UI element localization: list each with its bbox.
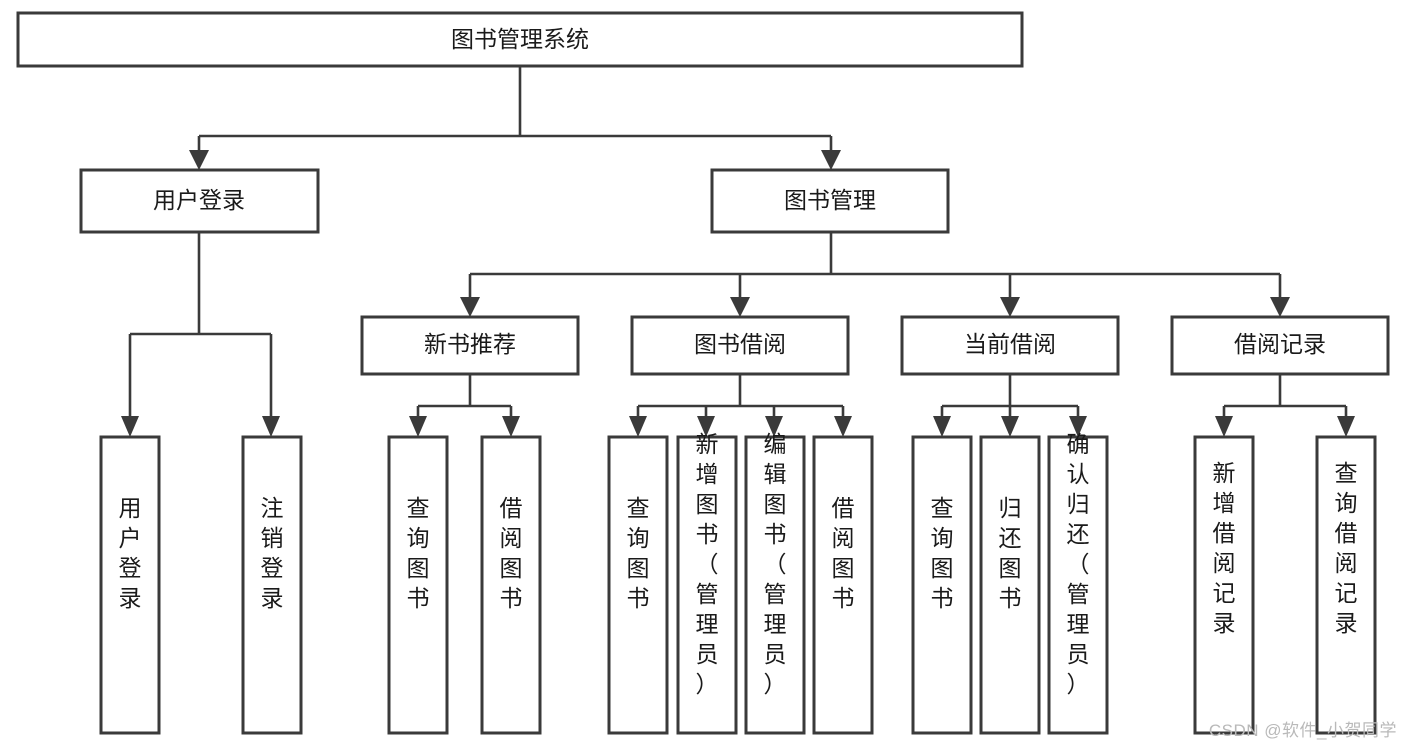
- arrow-borrow-to-leaf-2: [697, 416, 715, 437]
- node-new-book-recommend[interactable]: 新书推荐: [360, 315, 580, 376]
- leaf-current-borrow-2[interactable]: 归还图书: [979, 435, 1041, 735]
- arrow-book-manage-to-borrow: [730, 297, 750, 317]
- leaf-user-login-1-label: 用户登录: [119, 495, 142, 611]
- leaf-current-borrow-2-box[interactable]: [979, 435, 1041, 735]
- csdn-watermark: CSDN @软件_小贺同学: [1208, 721, 1397, 740]
- leaf-book-borrow-1-label: 查询图书: [627, 495, 650, 611]
- leaf-current-borrow-1-box[interactable]: [911, 435, 973, 735]
- leaf-borrow-record-1-label: 新增借阅记录: [1213, 460, 1236, 636]
- node-borrow-record-box[interactable]: [1170, 315, 1390, 376]
- arrow-borrow-to-leaf-1: [629, 416, 647, 437]
- leaf-book-borrow-2-box[interactable]: [676, 435, 738, 735]
- leaf-current-borrow-3-label: 确认归还（管理员）: [1067, 431, 1090, 697]
- arrow-book-manage-to-current: [1000, 297, 1020, 317]
- node-current-borrow-label: 当前借阅: [964, 331, 1056, 357]
- leaf-current-borrow-3[interactable]: 确认归还（管理员）: [1047, 431, 1109, 735]
- node-book-manage[interactable]: 图书管理: [710, 168, 950, 234]
- leaf-book-borrow-4-label: 借阅图书: [832, 495, 855, 611]
- arrow-record-to-leaf-1: [1215, 416, 1233, 437]
- leaf-current-borrow-3-box[interactable]: [1047, 435, 1109, 735]
- arrow-record-to-leaf-2: [1337, 416, 1355, 437]
- leaf-current-borrow-1[interactable]: 查询图书: [911, 435, 973, 735]
- arrow-current-to-leaf-1: [933, 416, 951, 437]
- arrow-borrow-to-leaf-4: [834, 416, 852, 437]
- leaf-user-login-2[interactable]: 注销登录: [241, 435, 303, 735]
- leaf-book-borrow-3[interactable]: 编辑图书（管理员）: [744, 431, 806, 735]
- leaf-new-book-2[interactable]: 借阅图书: [480, 435, 542, 735]
- connector-layer: [121, 66, 1355, 437]
- node-book-borrow[interactable]: 图书借阅: [630, 315, 850, 376]
- node-borrow-record-label: 借阅记录: [1234, 331, 1326, 357]
- leaf-new-book-1[interactable]: 查询图书: [387, 435, 449, 735]
- arrow-current-to-leaf-3: [1069, 416, 1087, 437]
- node-book-manage-label: 图书管理: [784, 187, 876, 213]
- node-root[interactable]: 图书管理系统: [16, 11, 1024, 68]
- leaf-new-book-1-box[interactable]: [387, 435, 449, 735]
- leaf-book-borrow-2-label: 新增图书（管理员）: [696, 431, 719, 697]
- node-book-borrow-box[interactable]: [630, 315, 850, 376]
- arrow-current-to-leaf-2: [1001, 416, 1019, 437]
- arrow-borrow-to-leaf-3: [765, 416, 783, 437]
- leaf-book-borrow-1[interactable]: 查询图书: [607, 435, 669, 735]
- arrow-new-book-to-leaf-2: [502, 416, 520, 437]
- arrow-root-to-book-manage: [821, 150, 841, 170]
- leaf-borrow-record-2-label: 查询借阅记录: [1335, 460, 1358, 636]
- arrow-user-login-to-leaf-2: [262, 416, 280, 437]
- leaf-user-login-1-box[interactable]: [99, 435, 161, 735]
- node-user-login[interactable]: 用户登录: [79, 168, 320, 234]
- leaf-borrow-record-2[interactable]: 查询借阅记录: [1315, 435, 1377, 735]
- leaf-user-login-2-label: 注销登录: [261, 495, 284, 611]
- node-book-manage-box[interactable]: [710, 168, 950, 234]
- node-current-borrow[interactable]: 当前借阅: [900, 315, 1120, 376]
- arrow-user-login-to-leaf-1: [121, 416, 139, 437]
- leaf-borrow-record-1-box[interactable]: [1193, 435, 1255, 735]
- leaf-book-borrow-1-box[interactable]: [607, 435, 669, 735]
- node-root-label: 图书管理系统: [451, 26, 589, 52]
- leaf-user-login-1[interactable]: 用户登录: [99, 435, 161, 735]
- leaf-borrow-record-2-box[interactable]: [1315, 435, 1377, 735]
- leaf-new-book-2-label: 借阅图书: [500, 495, 523, 611]
- leaf-current-borrow-1-label: 查询图书: [931, 495, 954, 611]
- node-user-login-label: 用户登录: [153, 187, 245, 213]
- node-book-borrow-label: 图书借阅: [694, 331, 786, 357]
- leaf-user-login-2-box[interactable]: [241, 435, 303, 735]
- leaf-book-borrow-2[interactable]: 新增图书（管理员）: [676, 431, 738, 735]
- node-root-box[interactable]: [16, 11, 1024, 68]
- arrow-new-book-to-leaf-1: [409, 416, 427, 437]
- leaf-book-borrow-4[interactable]: 借阅图书: [812, 435, 874, 735]
- leaf-borrow-record-1[interactable]: 新增借阅记录: [1193, 435, 1255, 735]
- node-new-book-recommend-label: 新书推荐: [424, 331, 516, 357]
- arrow-book-manage-to-new-book: [460, 297, 480, 317]
- leaf-new-book-1-label: 查询图书: [407, 495, 430, 611]
- node-borrow-record[interactable]: 借阅记录: [1170, 315, 1390, 376]
- arrow-book-manage-to-record: [1270, 297, 1290, 317]
- arrow-root-to-user-login: [189, 150, 209, 170]
- leaf-current-borrow-2-label: 归还图书: [999, 495, 1022, 611]
- leaf-book-borrow-3-box[interactable]: [744, 435, 806, 735]
- node-current-borrow-box[interactable]: [900, 315, 1120, 376]
- leaf-new-book-2-box[interactable]: [480, 435, 542, 735]
- node-user-login-box[interactable]: [79, 168, 320, 234]
- leaf-book-borrow-4-box[interactable]: [812, 435, 874, 735]
- node-new-book-recommend-box[interactable]: [360, 315, 580, 376]
- leaf-book-borrow-3-label: 编辑图书（管理员）: [764, 431, 787, 697]
